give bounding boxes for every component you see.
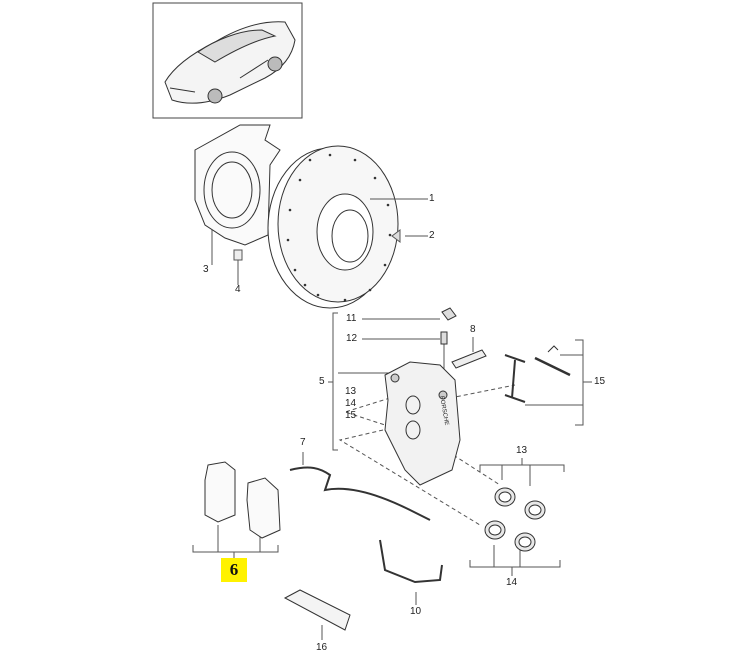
part-label-6-highlighted[interactable]: 6 <box>221 558 247 582</box>
part-label-2: 2 <box>429 230 435 241</box>
part-label-3: 3 <box>203 264 209 275</box>
part-label-15: 15 <box>594 376 606 387</box>
dust-shield <box>194 124 281 246</box>
caliper-bolt <box>451 349 487 369</box>
part-label-13-caliper: 13 <box>345 386 357 397</box>
brake-disc <box>267 145 399 309</box>
part-label-8: 8 <box>470 324 476 335</box>
part-label-11: 11 <box>346 313 357 324</box>
part-label-10: 10 <box>410 606 422 617</box>
part-label-12: 12 <box>346 333 358 344</box>
grease-tube <box>283 589 351 631</box>
part-label-4: 4 <box>235 284 241 295</box>
part-label-1: 1 <box>429 193 435 204</box>
part-label-16: 16 <box>316 642 328 653</box>
bleed-cap <box>441 307 457 321</box>
bleed-valve <box>440 331 448 345</box>
brake-caliper <box>384 361 461 486</box>
part-label-13: 13 <box>516 445 528 456</box>
pad-spring-and-pins <box>504 345 571 403</box>
wear-sensor <box>289 466 431 521</box>
part-label-7: 7 <box>300 437 306 448</box>
part-label-14-caliper: 14 <box>345 398 357 409</box>
part-label-5: 5 <box>319 376 325 387</box>
car-thumbnail <box>152 2 303 119</box>
brake-pads <box>204 461 281 539</box>
brake-line <box>379 539 443 584</box>
leader-lines <box>192 198 592 640</box>
part-label-15-caliper: 15 <box>345 410 357 421</box>
piston-seals <box>484 487 546 552</box>
part-label-14: 14 <box>506 577 518 588</box>
